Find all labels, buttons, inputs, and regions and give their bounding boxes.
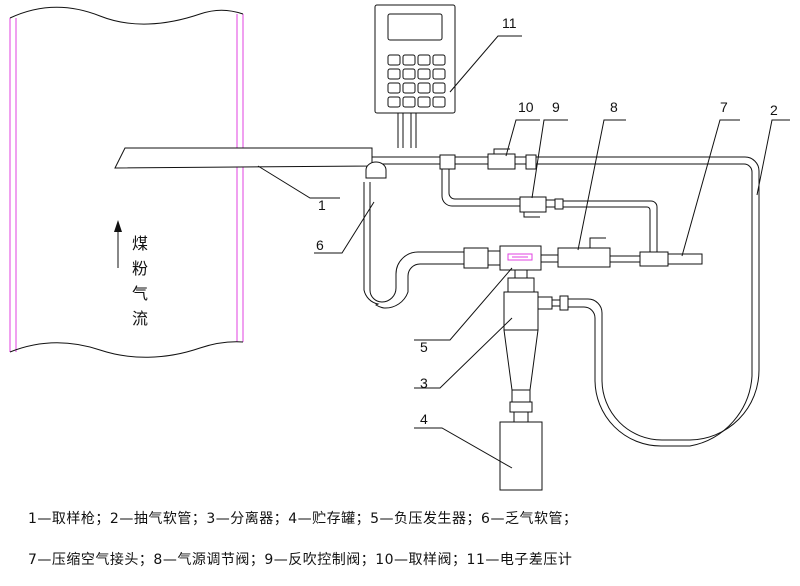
- storage-tank: [499, 421, 543, 491]
- flow-label-char: 煤: [132, 234, 148, 253]
- exhaust-hose: [369, 182, 464, 303]
- label-1: 1: [318, 197, 326, 213]
- sampling-probe: [114, 147, 442, 169]
- label-8: 8: [610, 99, 618, 115]
- compressed-air-connector: [639, 251, 669, 267]
- label-10: 10: [518, 99, 534, 115]
- gauge-keypad: [387, 54, 446, 108]
- flow-label: 煤 粉 气 流: [132, 234, 148, 328]
- leader-lines: [257, 35, 790, 469]
- legend-line-1: 1—取样枪；2—抽气软管；3—分离器；4—贮存罐；5—负压发生器；6—乏气软管；: [28, 511, 578, 527]
- electronic-dp-gauge: [374, 4, 456, 114]
- compressed-air-line: [363, 182, 703, 309]
- air-regulating-valve: [557, 247, 611, 268]
- backflush-valve-line: [441, 169, 658, 252]
- flow-label-char: 气: [132, 284, 148, 303]
- label-7: 7: [720, 99, 728, 115]
- label-4: 4: [420, 411, 428, 427]
- flow-label-char: 粉: [132, 259, 148, 278]
- sampling-valve: [487, 153, 516, 170]
- sampling-valve-line: [439, 148, 760, 330]
- probe-elbow: [365, 161, 387, 179]
- coal-duct: [9, 6, 244, 358]
- flow-arrow-icon: [114, 220, 122, 268]
- negative-pressure-generator: [499, 245, 542, 271]
- label-11: 11: [502, 15, 517, 31]
- legend-line-2: 7—压缩空气接头；8—气源调节阀；9—反吹控制阀；10—取样阀；11—电子差压计: [28, 552, 573, 568]
- cyclone-separator: [503, 277, 569, 423]
- generator-separator-link: [514, 270, 528, 278]
- suction-hose-loop: [568, 298, 760, 447]
- backflush-valve: [519, 196, 547, 213]
- component-labels: 1 2 3 4 5 6 7 8 9 10 11: [316, 15, 778, 427]
- label-9: 9: [552, 99, 560, 115]
- label-2: 2: [770, 102, 778, 118]
- label-5: 5: [420, 339, 428, 355]
- gauge-tubes: [397, 113, 417, 148]
- flow-label-char: 流: [132, 309, 148, 328]
- label-6: 6: [316, 237, 324, 253]
- label-3: 3: [420, 375, 428, 391]
- suction-hose: [536, 156, 760, 330]
